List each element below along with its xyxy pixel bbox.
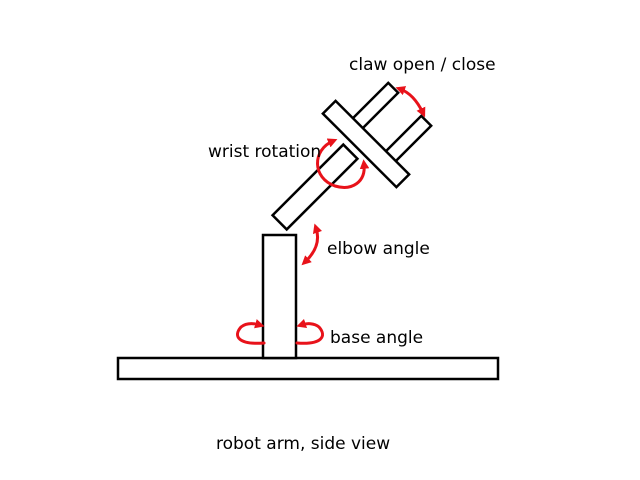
base-platform: [116, 356, 500, 381]
diagram-caption: robot arm, side view: [216, 434, 390, 454]
base-arrow-left: [236, 319, 266, 345]
lower-arm: [261, 233, 298, 360]
elbow-label: elbow angle: [327, 239, 430, 259]
base-label: base angle: [330, 328, 423, 348]
elbow-arrow: [301, 223, 323, 266]
claw-arrow: [395, 86, 426, 118]
base-arrow-right: [295, 318, 324, 345]
wrist-rotation-arrow: [316, 138, 370, 189]
claw-label: claw open / close: [349, 55, 496, 75]
wrist-label: wrist rotation: [208, 142, 321, 162]
